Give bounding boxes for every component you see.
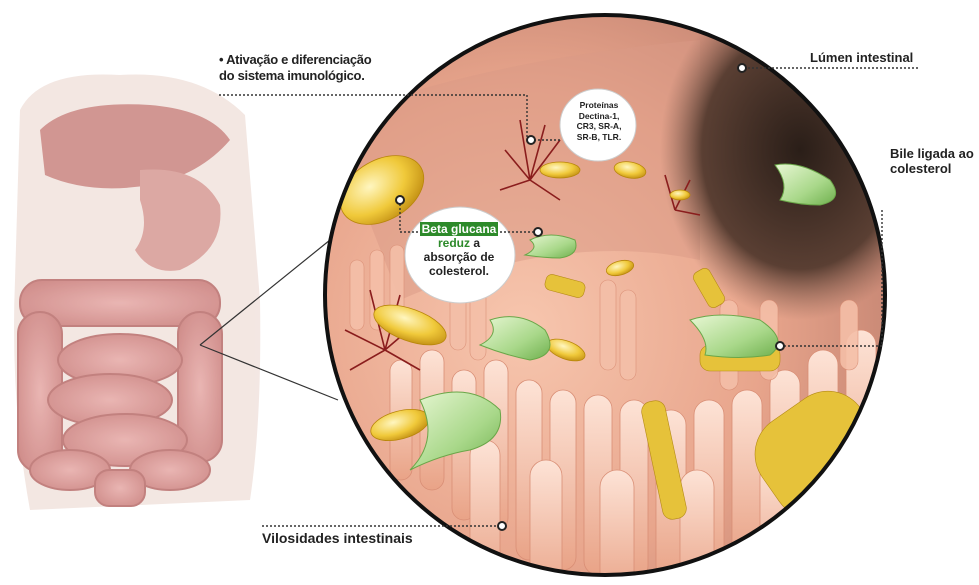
beta-line3: absorção de <box>413 250 505 264</box>
reduz-suffix: a <box>470 236 480 250</box>
beta-glucan-highlight: Beta glucana <box>420 222 499 236</box>
bile-label: Bile ligada ao colesterol <box>890 146 974 176</box>
protein-line2: Dectina-1, <box>566 111 632 122</box>
protein-line1: Proteínas <box>566 100 632 111</box>
immune-label-line2: do sistema imunológico. <box>219 68 371 84</box>
lumen-label: Lúmen intestinal <box>810 50 913 65</box>
immune-activation-label: • Ativação e diferenciação do sistema im… <box>219 52 371 84</box>
immune-label-line1: • Ativação e diferenciação <box>219 52 371 68</box>
bile-label-line2: colesterol <box>890 161 974 176</box>
reduz-word: reduz <box>438 236 470 250</box>
intestines-shape <box>18 280 222 506</box>
digestive-system-illustration <box>14 74 260 510</box>
beta-line4: colesterol. <box>413 264 505 278</box>
beta-glucan-bubble-text: Beta glucana reduz a absorção de coleste… <box>413 222 505 278</box>
protein-line3: CR3, SR-A, <box>566 121 632 132</box>
villi-label: Vilosidades intestinais <box>262 530 413 546</box>
bile-label-line1: Bile ligada ao <box>890 146 974 161</box>
protein-bubble-text: Proteínas Dectina-1, CR3, SR-A, SR-B, TL… <box>566 100 632 142</box>
protein-line4: SR-B, TLR. <box>566 132 632 143</box>
